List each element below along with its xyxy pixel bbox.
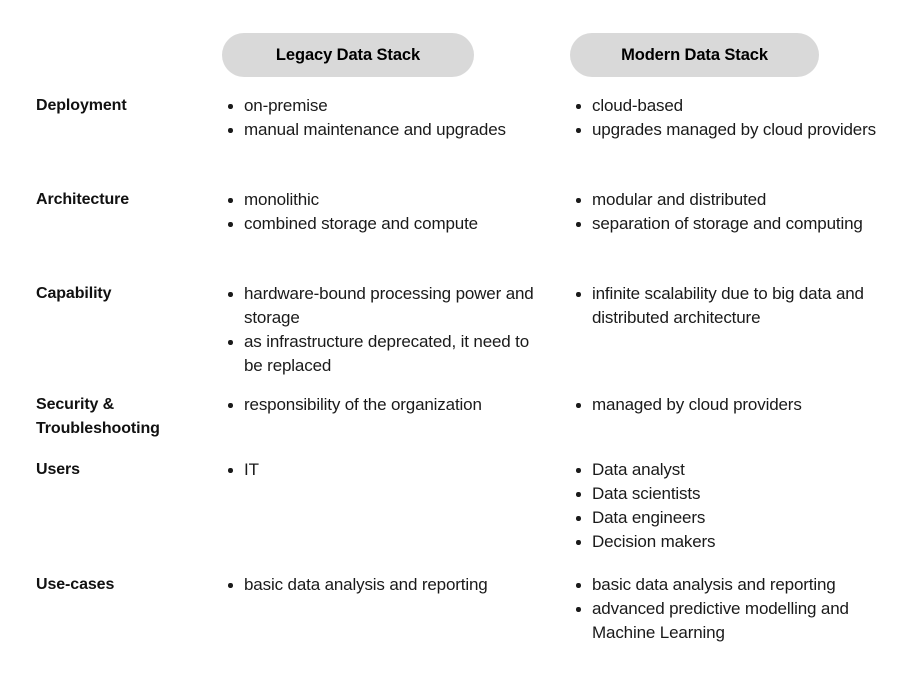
bullet-item: monolithic xyxy=(222,188,552,212)
bullet-item: separation of storage and computing xyxy=(570,212,910,236)
bullet-list: managed by cloud providers xyxy=(570,393,910,417)
column-header-modern: Modern Data Stack xyxy=(570,33,819,77)
row-label-security-troubleshooting: Security & Troubleshooting xyxy=(36,396,160,437)
bullet-list: hardware-bound processing power and stor… xyxy=(222,282,552,378)
bullet-item: Data scientists xyxy=(570,482,910,506)
bullet-item: basic data analysis and reporting xyxy=(222,573,552,597)
cell-modern-capability: infinite scalability due to big data and… xyxy=(570,282,910,330)
bullet-list: IT xyxy=(222,458,552,482)
bullet-item: Data engineers xyxy=(570,506,910,530)
column-header-row: Legacy Data Stack Modern Data Stack xyxy=(0,33,915,77)
row-label-architecture: Architecture xyxy=(36,191,130,208)
row-label-capability: Capability xyxy=(36,285,112,302)
bullet-item: basic data analysis and reporting xyxy=(570,573,910,597)
bullet-item: modular and distributed xyxy=(570,188,910,212)
bullet-list: infinite scalability due to big data and… xyxy=(570,282,910,330)
bullet-list: responsibility of the organization xyxy=(222,393,552,417)
row-label-use-cases: Use-cases xyxy=(36,576,115,593)
column-header-legacy: Legacy Data Stack xyxy=(222,33,474,77)
bullet-item: combined storage and compute xyxy=(222,212,552,236)
bullet-item: Data analyst xyxy=(570,458,910,482)
table-row: Security & Troubleshooting responsibility… xyxy=(0,393,915,458)
cell-legacy-security-troubleshooting: responsibility of the organization xyxy=(222,393,552,417)
bullet-list: basic data analysis and reporting xyxy=(222,573,552,597)
cell-legacy-use-cases: basic data analysis and reporting xyxy=(222,573,552,597)
bullet-item: cloud-based xyxy=(570,94,910,118)
bullet-item: as infrastructure deprecated, it need to… xyxy=(222,330,552,378)
bullet-item: advanced predictive modelling and Machin… xyxy=(570,597,910,645)
bullet-item: hardware-bound processing power and stor… xyxy=(222,282,552,330)
bullet-item: responsibility of the organization xyxy=(222,393,552,417)
bullet-item: manual maintenance and upgrades xyxy=(222,118,552,142)
bullet-item: IT xyxy=(222,458,552,482)
column-header-legacy-label: Legacy Data Stack xyxy=(275,45,421,64)
table-row: Capability hardware-bound processing powe… xyxy=(0,282,915,393)
row-label-deployment: Deployment xyxy=(36,97,127,114)
table-row: Use-cases basic data analysis and reporti… xyxy=(0,573,915,683)
bullet-item: Decision makers xyxy=(570,530,910,554)
cell-legacy-users: IT xyxy=(222,458,552,482)
cell-modern-security-troubleshooting: managed by cloud providers xyxy=(570,393,910,417)
column-header-modern-label: Modern Data Stack xyxy=(621,45,768,64)
bullet-item: managed by cloud providers xyxy=(570,393,910,417)
bullet-item: upgrades managed by cloud providers xyxy=(570,118,910,142)
bullet-item: on-premise xyxy=(222,94,552,118)
row-label-users: Users xyxy=(36,461,80,478)
bullet-item: infinite scalability due to big data and… xyxy=(570,282,910,330)
cell-legacy-capability: hardware-bound processing power and stor… xyxy=(222,282,552,378)
